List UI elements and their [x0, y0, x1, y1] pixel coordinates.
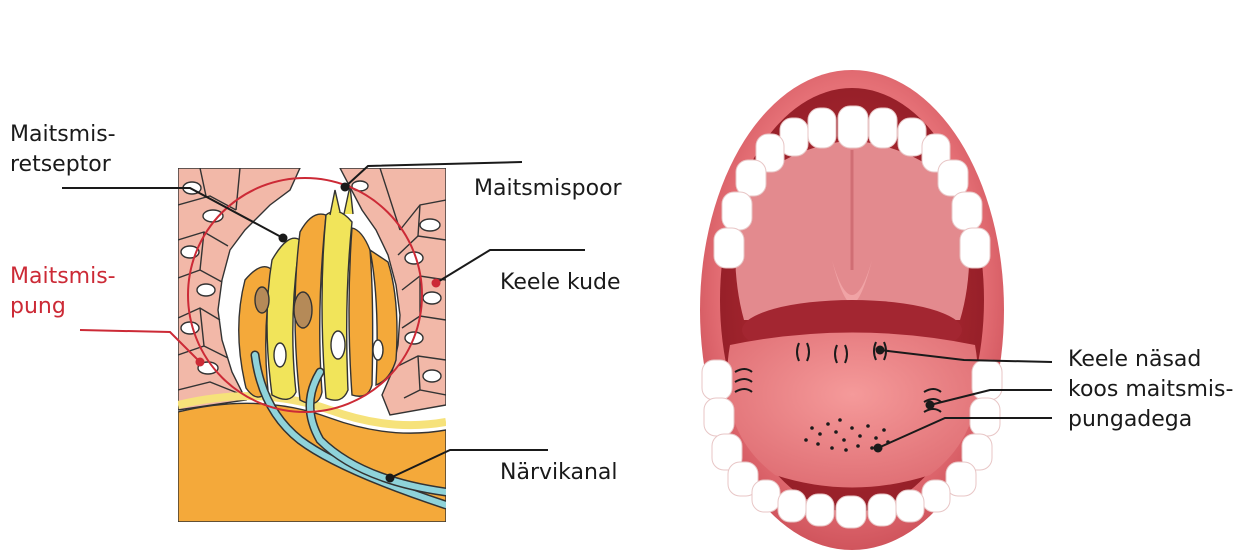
- label-receptor-line1: Maitsmis-: [10, 120, 116, 150]
- label-receptor-line2: retseptor: [10, 150, 111, 180]
- label-papillae-line2: koos maitsmis-: [1068, 375, 1233, 405]
- taste-bud-illustration: [178, 168, 446, 522]
- open-mouth-illustration: [700, 70, 1004, 550]
- label-bud-line2: pung: [10, 292, 66, 322]
- label-papillae-line3: pungadega: [1068, 405, 1192, 435]
- label-bud-line1: Maitsmis-: [10, 262, 116, 292]
- tongue: [727, 333, 978, 488]
- label-nerve: Närvikanal: [500, 458, 618, 488]
- label-pore: Maitsmispoor: [474, 174, 622, 204]
- label-tissue: Keele kude: [500, 268, 621, 298]
- label-papillae-line1: Keele näsad: [1068, 345, 1201, 375]
